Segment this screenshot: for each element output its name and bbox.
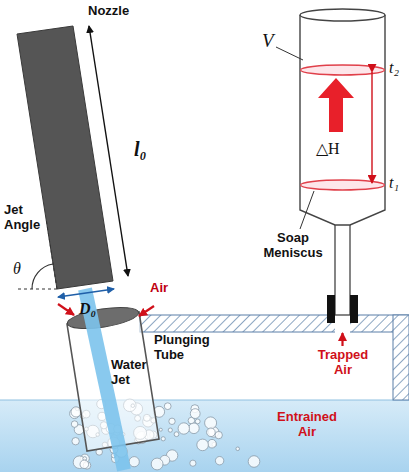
bubble xyxy=(161,437,165,441)
bubble xyxy=(72,438,79,445)
part-label: Water Jet xyxy=(111,358,155,388)
dimension-label: l₀ xyxy=(134,138,147,161)
part-label: Nozzle xyxy=(88,4,129,19)
part-label: Soap Meniscus xyxy=(258,231,328,261)
bubble xyxy=(190,409,200,419)
air-arrow xyxy=(58,304,74,315)
bubble xyxy=(164,403,171,410)
bubble xyxy=(215,431,222,438)
air-label: Trapped Air xyxy=(313,348,373,378)
height-dimension xyxy=(371,72,372,183)
bubble xyxy=(174,432,179,437)
seal-collar xyxy=(327,295,335,323)
nozzle xyxy=(17,26,113,289)
bubble xyxy=(215,457,223,465)
angle-label: Jet Angle xyxy=(4,203,52,233)
reference-line xyxy=(18,289,57,290)
bubble xyxy=(189,423,200,434)
water-pool xyxy=(0,400,409,472)
bubble xyxy=(208,439,217,448)
volume-label: V xyxy=(262,30,274,52)
bubble xyxy=(236,447,240,451)
bubble xyxy=(207,428,216,437)
diameter-dimension xyxy=(58,289,114,297)
bubble xyxy=(178,423,189,434)
part-label: Plunging Tube xyxy=(152,333,218,363)
connecting-tube xyxy=(335,224,350,315)
leader-line xyxy=(276,47,303,60)
air-arrow xyxy=(139,306,154,316)
seal-collar xyxy=(350,295,358,323)
bubble xyxy=(168,428,172,432)
rise-arrow xyxy=(318,78,354,132)
tube-mouth xyxy=(66,304,140,333)
bubble xyxy=(80,460,89,469)
time-label: t₁ xyxy=(389,174,399,192)
dimension-label: D₀ xyxy=(79,300,96,318)
dimension-label: △H xyxy=(316,140,340,158)
axis-line xyxy=(46,218,57,289)
time-label: t₂ xyxy=(389,59,399,77)
bubble xyxy=(248,456,260,468)
angle-arc xyxy=(32,264,53,289)
bubble xyxy=(197,439,209,451)
bubble xyxy=(151,458,163,470)
box-top-wall xyxy=(140,315,409,332)
air-label: Entrained Air xyxy=(268,410,346,440)
bubble xyxy=(129,457,139,467)
bubble xyxy=(190,460,196,466)
bubble xyxy=(169,418,175,424)
bubble xyxy=(159,428,162,431)
trapped-air-arrow xyxy=(341,333,343,346)
bubble xyxy=(71,421,78,428)
box-side-wall xyxy=(393,315,409,400)
angle-symbol: θ xyxy=(13,260,21,278)
leader-line xyxy=(300,191,314,229)
air-label: Air xyxy=(150,281,168,296)
length-dimension xyxy=(89,26,128,276)
bubble xyxy=(205,417,217,429)
